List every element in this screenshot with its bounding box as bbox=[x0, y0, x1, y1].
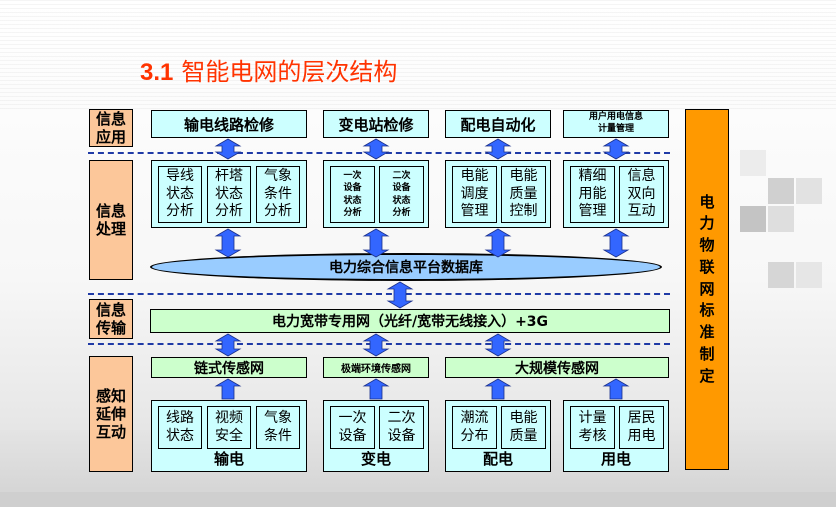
up-arrow-icon bbox=[484, 378, 512, 400]
sensing-item: 一次设备 bbox=[330, 406, 375, 449]
sensing-group-name: 变电 bbox=[360, 450, 391, 468]
double-arrow-icon bbox=[602, 228, 630, 258]
sensor-network-extreme: 极端环境传感网 bbox=[323, 357, 429, 378]
sensing-group-transmission: 线路状态 视频安全 气象条件 输电 bbox=[151, 400, 307, 472]
double-arrow-icon bbox=[214, 333, 242, 357]
app-box-distribution-automation: 配电自动化 bbox=[445, 110, 551, 138]
standards-char: 制 bbox=[699, 344, 715, 363]
double-arrow-icon bbox=[362, 228, 390, 258]
standards-char: 标 bbox=[699, 301, 715, 320]
standards-char: 物 bbox=[699, 236, 715, 255]
sensing-group-distribution: 潮流分布 电能质量 配电 bbox=[445, 400, 551, 472]
app-label: 计量管理 bbox=[597, 124, 634, 134]
sensing-group-name: 用电 bbox=[600, 450, 631, 468]
standards-char: 定 bbox=[699, 366, 715, 385]
standards-char: 联 bbox=[699, 257, 715, 276]
standards-bar: 电力物联网标准制定 bbox=[685, 109, 729, 470]
double-arrow-icon bbox=[386, 281, 414, 309]
standards-char: 力 bbox=[699, 214, 715, 233]
processing-item: 信息双向互动 bbox=[619, 166, 664, 223]
sensing-item: 居民用电 bbox=[619, 406, 664, 449]
layer-label-transmission: 信息 传输 bbox=[89, 299, 133, 339]
sensor-network-label: 链式传感网 bbox=[194, 360, 264, 377]
double-arrow-icon bbox=[484, 228, 512, 258]
sensing-group-name: 输电 bbox=[213, 450, 244, 468]
background-tiles bbox=[740, 150, 836, 310]
database-ellipse: 电力综合信息平台数据库 bbox=[150, 253, 662, 281]
sensing-group-name: 配电 bbox=[482, 450, 513, 468]
sensing-group-substation: 一次设备 二次设备 变电 bbox=[323, 400, 429, 472]
sensing-item: 线路状态 bbox=[158, 406, 202, 449]
layer-label-processing: 信息 处理 bbox=[89, 160, 133, 280]
title-text: 智能电网的层次结构 bbox=[181, 58, 398, 86]
sensor-network-label: 大规模传感网 bbox=[515, 360, 599, 377]
title-number: 3.1 bbox=[140, 59, 174, 86]
sensing-group-consumption: 计量考核 居民用电 用电 bbox=[563, 400, 669, 472]
layer-label-line: 感知 bbox=[95, 387, 126, 405]
database-label: 电力综合信息平台数据库 bbox=[329, 260, 483, 276]
up-arrow-icon bbox=[602, 378, 630, 400]
standards-char: 电 bbox=[699, 192, 715, 211]
up-arrow-icon bbox=[362, 378, 390, 400]
processing-item: 二次设备状态分析 bbox=[379, 166, 424, 223]
sensor-network-chain: 链式传感网 bbox=[151, 357, 307, 378]
processing-group-consumption: 精细用能管理 信息双向互动 bbox=[563, 160, 669, 228]
double-arrow-icon bbox=[484, 138, 512, 160]
double-arrow-icon bbox=[214, 138, 242, 160]
processing-group-substation: 一次设备状态分析 二次设备状态分析 bbox=[323, 160, 429, 228]
sensing-item: 气象条件 bbox=[256, 406, 300, 449]
processing-item: 导线状态分析 bbox=[158, 166, 202, 223]
app-box-line-maintenance: 输电线路检修 bbox=[151, 110, 307, 138]
layer-label-line: 信息 bbox=[95, 202, 126, 220]
up-arrow-icon bbox=[214, 378, 242, 400]
app-box-substation-maintenance: 变电站检修 bbox=[323, 110, 429, 138]
double-arrow-icon bbox=[362, 138, 390, 160]
sensing-item: 潮流分布 bbox=[452, 406, 497, 449]
layer-label-application: 信息 应用 bbox=[89, 109, 133, 147]
layer-label-line: 应用 bbox=[95, 128, 126, 146]
app-label: 变电站检修 bbox=[338, 115, 414, 134]
double-arrow-icon bbox=[214, 228, 242, 258]
standards-char: 网 bbox=[699, 279, 715, 298]
layer-label-line: 延伸 bbox=[95, 405, 126, 423]
sensing-item: 视频安全 bbox=[207, 406, 251, 449]
sensing-item: 二次设备 bbox=[379, 406, 424, 449]
app-label: 配电自动化 bbox=[460, 115, 536, 134]
sensor-network-large-scale: 大规模传感网 bbox=[445, 357, 669, 378]
page-title: 3.1 智能电网的层次结构 bbox=[140, 52, 397, 87]
background-floor-band bbox=[0, 492, 836, 507]
layer-label-line: 互动 bbox=[95, 423, 126, 441]
sensing-item: 计量考核 bbox=[570, 406, 615, 449]
layer-separator bbox=[88, 293, 670, 295]
background-stripes bbox=[0, 0, 836, 110]
app-label: 用户用电信息 bbox=[588, 112, 643, 123]
app-label: 输电线路检修 bbox=[183, 115, 274, 134]
layer-label-line: 传输 bbox=[95, 319, 126, 337]
network-label: 电力宽带专用网（光纤/宽带无线接入）+3G bbox=[271, 314, 549, 330]
standards-char: 准 bbox=[699, 323, 715, 342]
processing-item: 电能调度管理 bbox=[452, 166, 497, 223]
network-bar: 电力宽带专用网（光纤/宽带无线接入）+3G bbox=[150, 309, 670, 333]
app-box-user-metering: 用户用电信息 计量管理 bbox=[563, 110, 669, 138]
layer-label-line: 信息 bbox=[95, 301, 126, 319]
layer-label-sensing: 感知 延伸 互动 bbox=[89, 356, 133, 472]
sensing-item: 电能质量 bbox=[501, 406, 546, 449]
processing-group-transmission: 导线状态分析 杆塔状态分析 气象条件分析 bbox=[151, 160, 307, 228]
processing-item: 气象条件分析 bbox=[256, 166, 300, 223]
processing-group-distribution: 电能调度管理 电能质量控制 bbox=[445, 160, 551, 228]
double-arrow-icon bbox=[602, 138, 630, 160]
double-arrow-icon bbox=[484, 333, 512, 357]
processing-item: 精细用能管理 bbox=[570, 166, 615, 223]
processing-item: 一次设备状态分析 bbox=[330, 166, 375, 223]
double-arrow-icon bbox=[362, 333, 390, 357]
layer-label-line: 信息 bbox=[95, 110, 126, 128]
processing-item: 杆塔状态分析 bbox=[207, 166, 251, 223]
sensor-network-label: 极端环境传感网 bbox=[341, 364, 411, 375]
layer-label-line: 处理 bbox=[95, 220, 126, 238]
processing-item: 电能质量控制 bbox=[501, 166, 546, 223]
